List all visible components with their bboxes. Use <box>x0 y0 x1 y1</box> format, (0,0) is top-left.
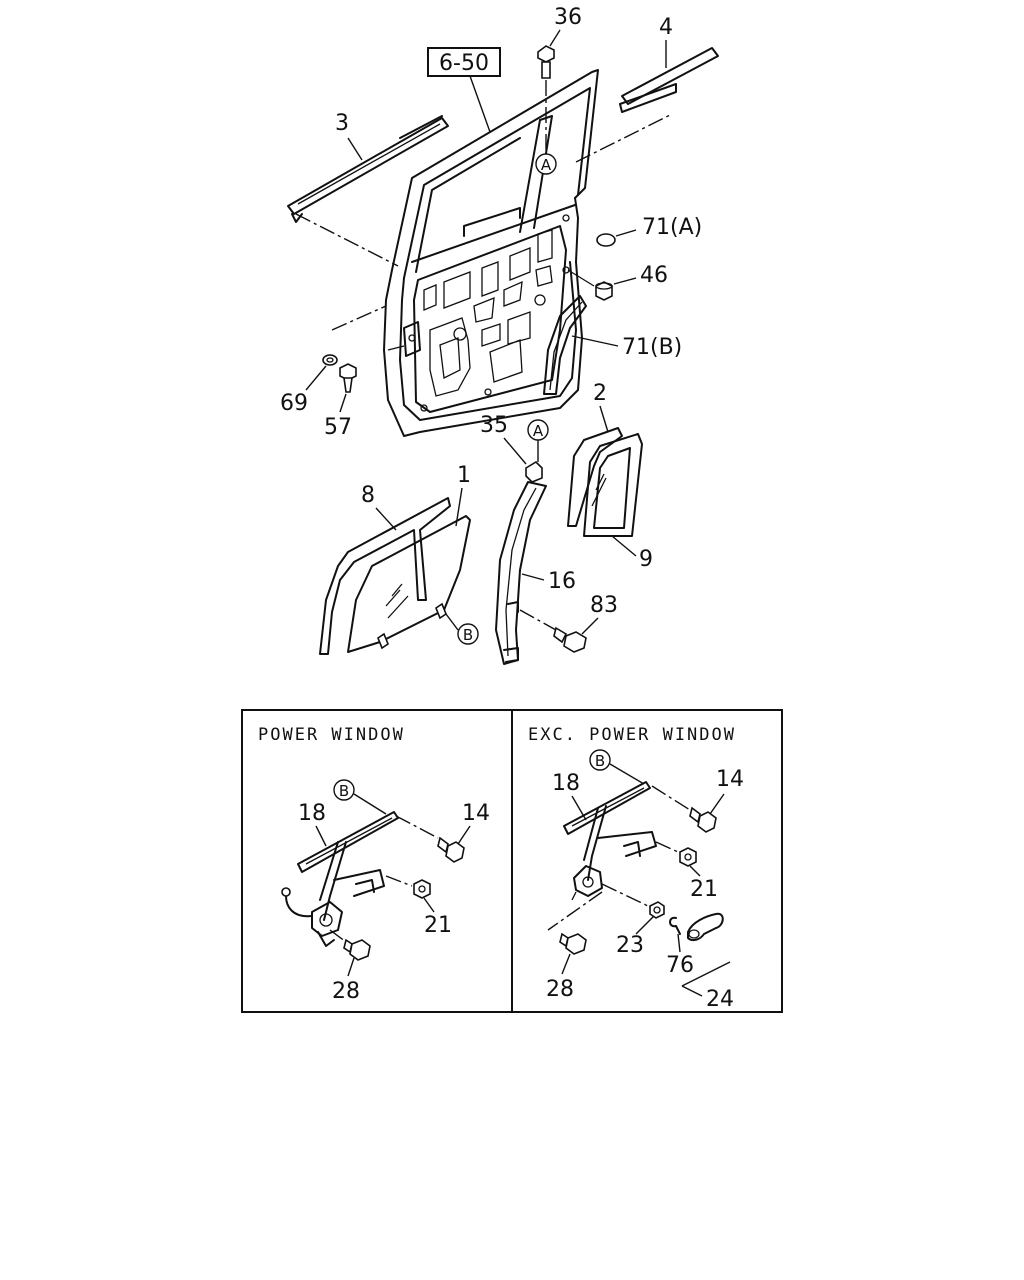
callout-exc-76: 76 <box>666 953 694 978</box>
ref-circle-a-bottom: A <box>533 422 544 440</box>
callout-2: 2 <box>593 381 607 406</box>
callout-69: 69 <box>280 391 308 416</box>
part-35-clip: A 35 <box>480 413 549 483</box>
part-46-bumper: 46 <box>567 263 668 301</box>
part-9-glass-seal: 9 <box>583 433 653 572</box>
callout-36: 36 <box>554 5 582 30</box>
exc-part-21-nut: 21 <box>655 841 718 902</box>
callout-3: 3 <box>335 111 349 136</box>
panel-title-exc-power-window: EXC. POWER WINDOW <box>528 725 736 745</box>
callout-power-14: 14 <box>462 801 490 826</box>
part-57-screw: 57 <box>324 363 357 440</box>
part-2-quarter-glass: 2 <box>567 381 623 527</box>
exc-ref-circle-b: B <box>595 752 605 770</box>
exc-part-28-bolt: 28 <box>546 891 603 1002</box>
power-ref-circle-b: B <box>339 782 349 800</box>
part-8-run-channel: 8 <box>319 483 451 655</box>
part-4-weatherstrip: 4 <box>575 15 719 163</box>
ref-circle-a-top: A <box>541 156 552 174</box>
callout-4: 4 <box>659 15 673 40</box>
panel-power-window: POWER WINDOW 18 B 14 <box>241 709 513 1013</box>
callout-power-28: 28 <box>332 979 360 1004</box>
panel-title-power-window: POWER WINDOW <box>258 725 405 745</box>
callout-exc-28: 28 <box>546 977 574 1002</box>
callout-16: 16 <box>548 569 576 594</box>
door-panel <box>383 69 599 437</box>
callout-35: 35 <box>480 413 508 438</box>
part-71b-seal: 71(B) <box>543 295 682 395</box>
part-3-weatherstrip: 3 <box>287 111 449 267</box>
callout-8: 8 <box>361 483 375 508</box>
exc-part-14-bolt: 14 <box>689 767 744 833</box>
callout-power-21: 21 <box>424 913 452 938</box>
callout-57: 57 <box>324 415 352 440</box>
power-part-28-bolt: 28 <box>329 929 371 1004</box>
callout-1: 1 <box>457 463 471 488</box>
callout-71b: 71(B) <box>622 335 682 360</box>
callout-46: 46 <box>640 263 668 288</box>
callout-71a: 71(A) <box>642 215 702 240</box>
power-part-21-nut: 21 <box>385 875 452 938</box>
power-part-18-regulator: 18 <box>281 801 399 947</box>
callout-exc-14: 14 <box>716 767 744 792</box>
exc-part-18-regulator: 18 <box>552 771 657 901</box>
part-83-bolt: 83 <box>519 593 618 653</box>
ref-circle-b-glass: B <box>463 626 473 644</box>
callout-exc-23: 23 <box>616 933 644 958</box>
exc-part-76-clip: 76 <box>666 916 694 978</box>
exc-part-23-washer: 23 <box>601 883 665 958</box>
callout-exc-18: 18 <box>552 771 580 796</box>
part-36-bolt: 36 A <box>535 5 582 175</box>
callout-6-50: 6-50 <box>439 51 489 76</box>
power-part-14-bolt: 14 <box>437 801 490 863</box>
part-69-washer: 69 <box>280 305 387 416</box>
part-1-door-glass: 1 B <box>347 463 479 653</box>
callout-83: 83 <box>590 593 618 618</box>
callout-power-18: 18 <box>298 801 326 826</box>
exc-part-24-handle: 24 <box>681 912 734 1012</box>
reference-box-6-50: 6-50 <box>427 47 501 133</box>
panel-exc-power-window: EXC. POWER WINDOW 18 B 14 <box>511 709 783 1013</box>
part-71a-plug: 71(A) <box>596 215 702 247</box>
callout-9: 9 <box>639 547 653 572</box>
callout-exc-21: 21 <box>690 877 718 902</box>
callout-exc-24: 24 <box>706 987 734 1012</box>
part-16-guide-channel: 16 <box>495 481 576 665</box>
